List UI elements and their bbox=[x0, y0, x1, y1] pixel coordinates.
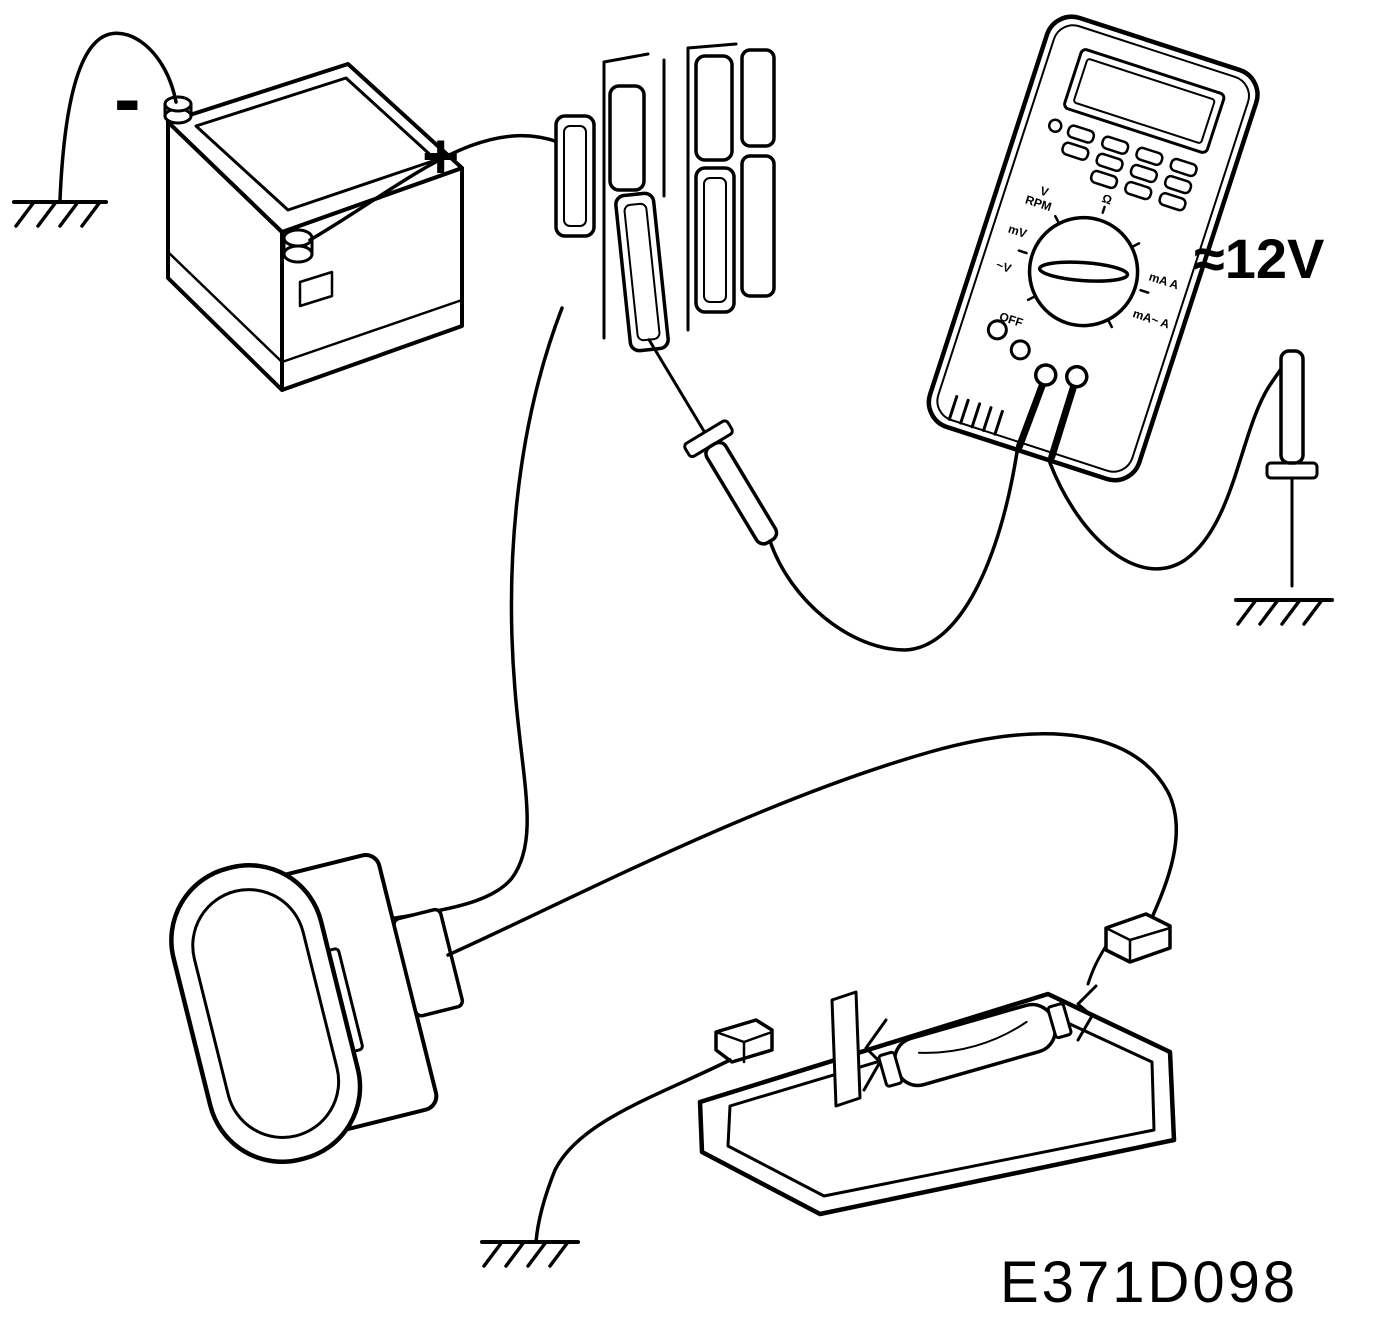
battery-vent-step bbox=[298, 270, 334, 308]
license-plate-lamp bbox=[697, 912, 1177, 1217]
wire-battery-negative-to-ground bbox=[58, 31, 178, 202]
fuse-2 bbox=[608, 84, 646, 192]
bulb-cap-right bbox=[1046, 1002, 1073, 1040]
pos-terminal-top bbox=[282, 228, 314, 248]
button-2 bbox=[1100, 135, 1130, 155]
button-1 bbox=[1066, 124, 1096, 144]
fuse-1-inner bbox=[563, 125, 587, 227]
probe-fuse-handle bbox=[704, 440, 779, 546]
fuse-3-body bbox=[614, 191, 670, 353]
button-3 bbox=[1135, 146, 1164, 167]
button-6 bbox=[1095, 152, 1124, 173]
voltage-annotation: ≈12V bbox=[1194, 227, 1324, 290]
meter-lead-to-fuse-probe bbox=[768, 450, 1019, 652]
dial-label-mv: mV bbox=[1006, 222, 1028, 241]
fuse-7 bbox=[740, 154, 776, 298]
wire-switch-to-lamp bbox=[446, 732, 1178, 957]
battery-base-seam bbox=[166, 250, 464, 364]
lead-plug-stem-1 bbox=[1015, 379, 1047, 450]
fuse-6 bbox=[740, 48, 776, 148]
connector-left-edges bbox=[714, 1030, 774, 1064]
battery-negative-terminal bbox=[163, 95, 193, 125]
ground-symbol-right bbox=[1234, 598, 1334, 626]
lead-plug-stem-2 bbox=[1048, 380, 1078, 461]
lead-plug-1 bbox=[1034, 363, 1058, 387]
probe-ground-handle bbox=[1279, 349, 1305, 465]
button-8 bbox=[1163, 174, 1193, 195]
button-9 bbox=[1089, 169, 1119, 190]
multimeter-dial: V RPM mV ~V OFF Ω mA A mA~ A bbox=[994, 184, 1180, 332]
dial-label-ohm: Ω bbox=[1100, 191, 1114, 207]
multimeter-display-inner bbox=[1073, 58, 1216, 144]
test-probe-ground bbox=[1265, 349, 1319, 588]
lamp-bracket-left bbox=[830, 990, 862, 1108]
button-5 bbox=[1061, 141, 1090, 161]
figure-code: E371D098 bbox=[1000, 1250, 1298, 1315]
ground-right-hatches bbox=[1236, 598, 1324, 626]
test-probe-fuse bbox=[647, 338, 779, 546]
connector-right-edges bbox=[1104, 926, 1172, 964]
dial-label-acv: ~V bbox=[994, 258, 1013, 276]
fuse-4 bbox=[694, 54, 734, 162]
battery bbox=[163, 62, 464, 392]
multimeter-buttons bbox=[1047, 118, 1198, 212]
wire-connector-to-bulb bbox=[1086, 944, 1108, 986]
neg-terminal-top bbox=[163, 95, 193, 113]
fusebox-frame-lines bbox=[602, 42, 738, 340]
power-button bbox=[1047, 118, 1063, 133]
probe-ground-guard bbox=[1265, 461, 1319, 480]
wire-fusebox-to-switch bbox=[393, 306, 564, 920]
switch-rocker-outer bbox=[169, 863, 363, 1164]
lamp-spring-left bbox=[862, 1018, 888, 1092]
meter-lead-to-ground-probe bbox=[1048, 350, 1294, 571]
switch-rocker-inner bbox=[191, 888, 341, 1139]
wire-lamp-to-ground bbox=[534, 1058, 732, 1244]
fuse-under-test bbox=[614, 191, 670, 353]
lead-plug-2 bbox=[1065, 364, 1089, 389]
festoon-bulb bbox=[877, 1002, 1073, 1088]
battery-negative-label: - bbox=[114, 54, 141, 143]
multimeter-display bbox=[1063, 48, 1226, 154]
lamp-spring-right bbox=[1076, 984, 1098, 1042]
bulb-filament bbox=[917, 1020, 1028, 1054]
ground-symbol-bottom bbox=[480, 1240, 580, 1268]
lamp-housing-outer bbox=[697, 991, 1177, 1217]
button-10 bbox=[1124, 180, 1153, 201]
multimeter-jacks bbox=[986, 319, 1089, 461]
multimeter-inner-border bbox=[936, 24, 1250, 473]
wire-battery-positive-to-fusebox bbox=[308, 134, 560, 242]
fuse-5 bbox=[694, 166, 736, 314]
ground-symbol-left bbox=[12, 200, 108, 228]
button-11 bbox=[1158, 192, 1187, 212]
fuse-5-inner bbox=[703, 177, 727, 303]
bulb-cap-left bbox=[877, 1050, 904, 1088]
jack-2 bbox=[1009, 339, 1031, 361]
ground-bottom-hatches bbox=[482, 1240, 570, 1268]
jack-1 bbox=[986, 319, 1008, 341]
fuse-1 bbox=[554, 114, 596, 238]
button-7 bbox=[1129, 163, 1159, 184]
button-4 bbox=[1169, 157, 1198, 178]
lamp-connector-left bbox=[714, 1018, 774, 1064]
rocker-switch bbox=[169, 853, 465, 1164]
lamp-connector-right bbox=[1104, 912, 1172, 964]
multimeter-grille bbox=[947, 395, 1004, 436]
dial-knob bbox=[1037, 260, 1130, 283]
probe-fuse-needle bbox=[647, 338, 708, 436]
pos-terminal-base bbox=[282, 244, 314, 264]
multimeter: V RPM mV ~V OFF Ω mA A mA~ A bbox=[926, 14, 1260, 483]
fuse-box bbox=[554, 42, 776, 353]
battery-positive-label: + bbox=[422, 120, 459, 192]
switch-connector-stub bbox=[392, 907, 465, 1018]
dial-label-v: V bbox=[1038, 184, 1050, 200]
dial-ticks bbox=[1017, 205, 1150, 329]
ground-left-hatches bbox=[14, 200, 102, 228]
